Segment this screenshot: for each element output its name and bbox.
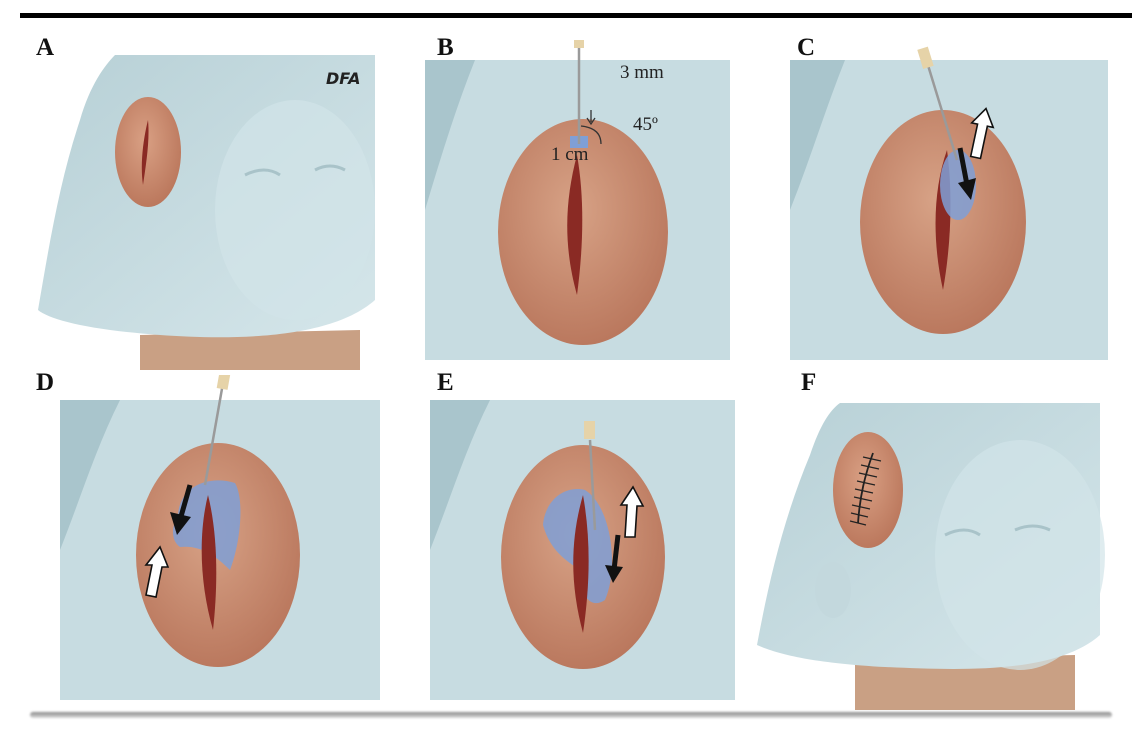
- distance-label: 1 cm: [551, 144, 589, 165]
- panel-label: B: [437, 34, 454, 62]
- panel-label: C: [797, 34, 815, 62]
- needle-hub: [217, 375, 231, 390]
- panel-label: A: [36, 34, 54, 62]
- face-contour: [935, 440, 1105, 670]
- ear-contour: [815, 562, 851, 618]
- panel-label: F: [801, 369, 816, 397]
- panel-d: D: [30, 375, 390, 705]
- needle-hub: [584, 421, 595, 439]
- exposed-scalp: [115, 97, 181, 207]
- panel-e: E: [415, 375, 745, 705]
- panel-b: 3 mm 45º 1 cm B: [415, 40, 745, 370]
- needle-hub: [574, 40, 584, 48]
- bottom-shadow-rule: [30, 712, 1112, 718]
- panel-label: E: [437, 369, 454, 397]
- author-signature: DFA: [326, 69, 361, 88]
- exposed-scalp: [833, 432, 903, 548]
- panel-c: C: [775, 40, 1125, 370]
- panel-f: F: [755, 375, 1125, 710]
- panel-a: DFA A: [30, 40, 390, 370]
- depth-label: 3 mm: [620, 62, 664, 83]
- top-border-rule: [20, 13, 1132, 18]
- face-contour: [215, 100, 375, 320]
- panel-label: D: [36, 369, 54, 397]
- angle-label: 45º: [633, 114, 658, 135]
